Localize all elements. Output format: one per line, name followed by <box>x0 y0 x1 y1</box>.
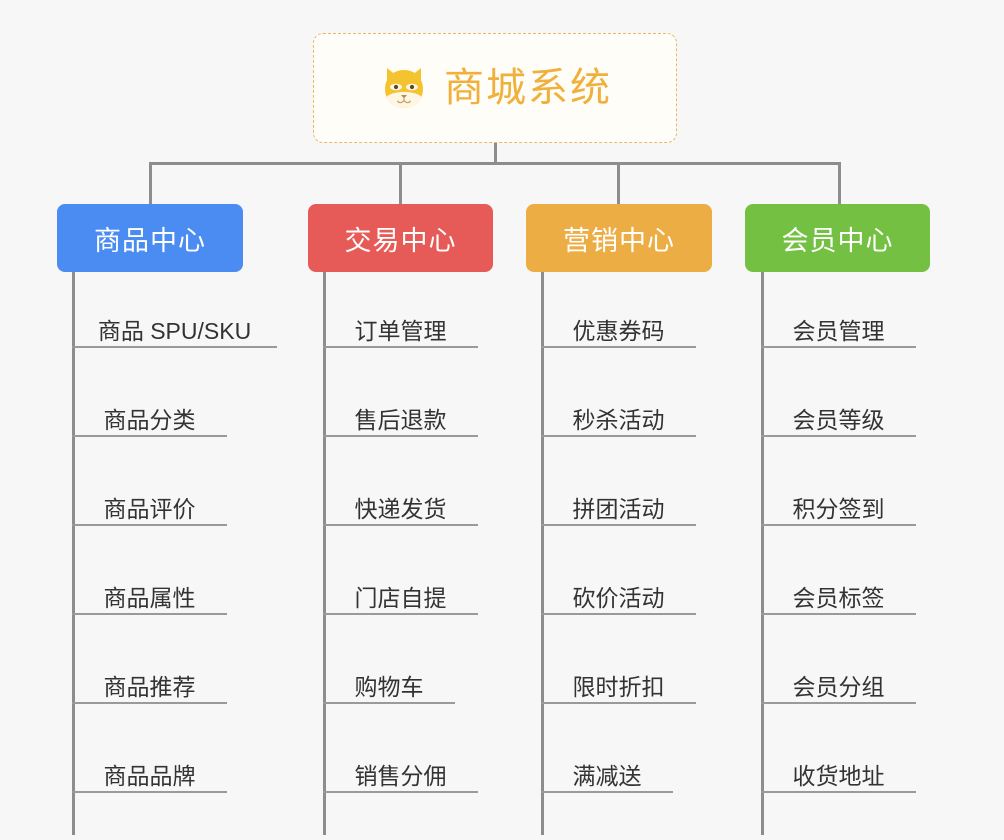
leaf-label: 商品评价 <box>103 495 196 522</box>
shiba-dog-face-icon <box>378 62 430 114</box>
leaf-item-1-5[interactable]: 商品推荐 <box>72 658 227 704</box>
leaf-label: 会员分组 <box>792 673 885 700</box>
category-header-label-4: 会员中心 <box>781 225 894 256</box>
leaf-item-4-1[interactable]: 会员管理 <box>761 302 916 348</box>
connector-drop-4 <box>838 162 841 205</box>
leaf-label: 收货地址 <box>792 762 885 789</box>
leaf-item-2-5[interactable]: 购物车 <box>323 658 455 704</box>
root-node-mall-system[interactable]: 商城系统 <box>313 33 677 143</box>
leaf-label: 门店自提 <box>354 584 447 611</box>
leaf-label: 会员管理 <box>792 317 885 344</box>
category-trunk-1 <box>72 272 75 835</box>
leaf-item-3-5[interactable]: 限时折扣 <box>541 658 696 704</box>
leaf-item-1-4[interactable]: 商品属性 <box>72 569 227 615</box>
leaf-item-2-3[interactable]: 快递发货 <box>323 480 478 526</box>
leaf-label: 满减送 <box>572 762 642 789</box>
category-header-1[interactable]: 商品中心 <box>57 204 243 272</box>
leaf-label: 快递发货 <box>354 495 447 522</box>
category-trunk-2 <box>323 272 326 835</box>
category-header-4[interactable]: 会员中心 <box>745 204 930 272</box>
connector-drop-2 <box>399 162 402 205</box>
leaf-item-2-6[interactable]: 销售分佣 <box>323 747 478 793</box>
connector-drop-1 <box>149 162 152 205</box>
leaf-label: 商品 SPU/SKU <box>97 317 252 344</box>
connector-horizontal-bus <box>150 162 841 165</box>
leaf-item-3-3[interactable]: 拼团活动 <box>541 480 696 526</box>
leaf-label: 商品分类 <box>103 406 196 433</box>
leaf-item-1-1[interactable]: 商品 SPU/SKU <box>72 302 277 348</box>
category-header-label-2: 交易中心 <box>344 225 457 256</box>
leaf-item-1-6[interactable]: 商品品牌 <box>72 747 227 793</box>
category-header-label-3: 营销中心 <box>563 225 675 256</box>
leaf-item-4-5[interactable]: 会员分组 <box>761 658 916 704</box>
leaf-label: 秒杀活动 <box>572 406 665 433</box>
leaf-item-3-4[interactable]: 砍价活动 <box>541 569 696 615</box>
leaf-label: 商品品牌 <box>103 762 196 789</box>
leaf-label: 售后退款 <box>354 406 447 433</box>
leaf-label: 订单管理 <box>354 317 447 344</box>
leaf-item-4-4[interactable]: 会员标签 <box>761 569 916 615</box>
leaf-label: 会员标签 <box>792 584 885 611</box>
leaf-label: 积分签到 <box>792 495 885 522</box>
leaf-label: 购物车 <box>354 673 424 700</box>
connector-root-stem <box>494 143 497 164</box>
leaf-item-2-2[interactable]: 售后退款 <box>323 391 478 437</box>
leaf-label: 砍价活动 <box>572 584 665 611</box>
root-node-title: 商城系统 <box>444 66 612 110</box>
leaf-item-4-3[interactable]: 积分签到 <box>761 480 916 526</box>
leaf-item-1-2[interactable]: 商品分类 <box>72 391 227 437</box>
leaf-label: 限时折扣 <box>572 673 665 700</box>
leaf-item-3-6[interactable]: 满减送 <box>541 747 673 793</box>
leaf-label: 商品推荐 <box>103 673 196 700</box>
category-trunk-4 <box>761 272 764 835</box>
leaf-item-3-2[interactable]: 秒杀活动 <box>541 391 696 437</box>
category-header-3[interactable]: 营销中心 <box>526 204 712 272</box>
leaf-item-2-1[interactable]: 订单管理 <box>323 302 478 348</box>
leaf-item-3-1[interactable]: 优惠券码 <box>541 302 696 348</box>
leaf-label: 会员等级 <box>792 406 885 433</box>
leaf-label: 拼团活动 <box>572 495 665 522</box>
category-header-2[interactable]: 交易中心 <box>308 204 493 272</box>
connector-drop-3 <box>617 162 620 205</box>
category-trunk-3 <box>541 272 544 835</box>
leaf-item-4-2[interactable]: 会员等级 <box>761 391 916 437</box>
leaf-label: 销售分佣 <box>354 762 447 789</box>
leaf-label: 商品属性 <box>103 584 196 611</box>
leaf-label: 优惠券码 <box>572 317 665 344</box>
leaf-item-1-3[interactable]: 商品评价 <box>72 480 227 526</box>
leaf-item-2-4[interactable]: 门店自提 <box>323 569 478 615</box>
leaf-item-4-6[interactable]: 收货地址 <box>761 747 916 793</box>
category-header-label-1: 商品中心 <box>94 225 206 256</box>
